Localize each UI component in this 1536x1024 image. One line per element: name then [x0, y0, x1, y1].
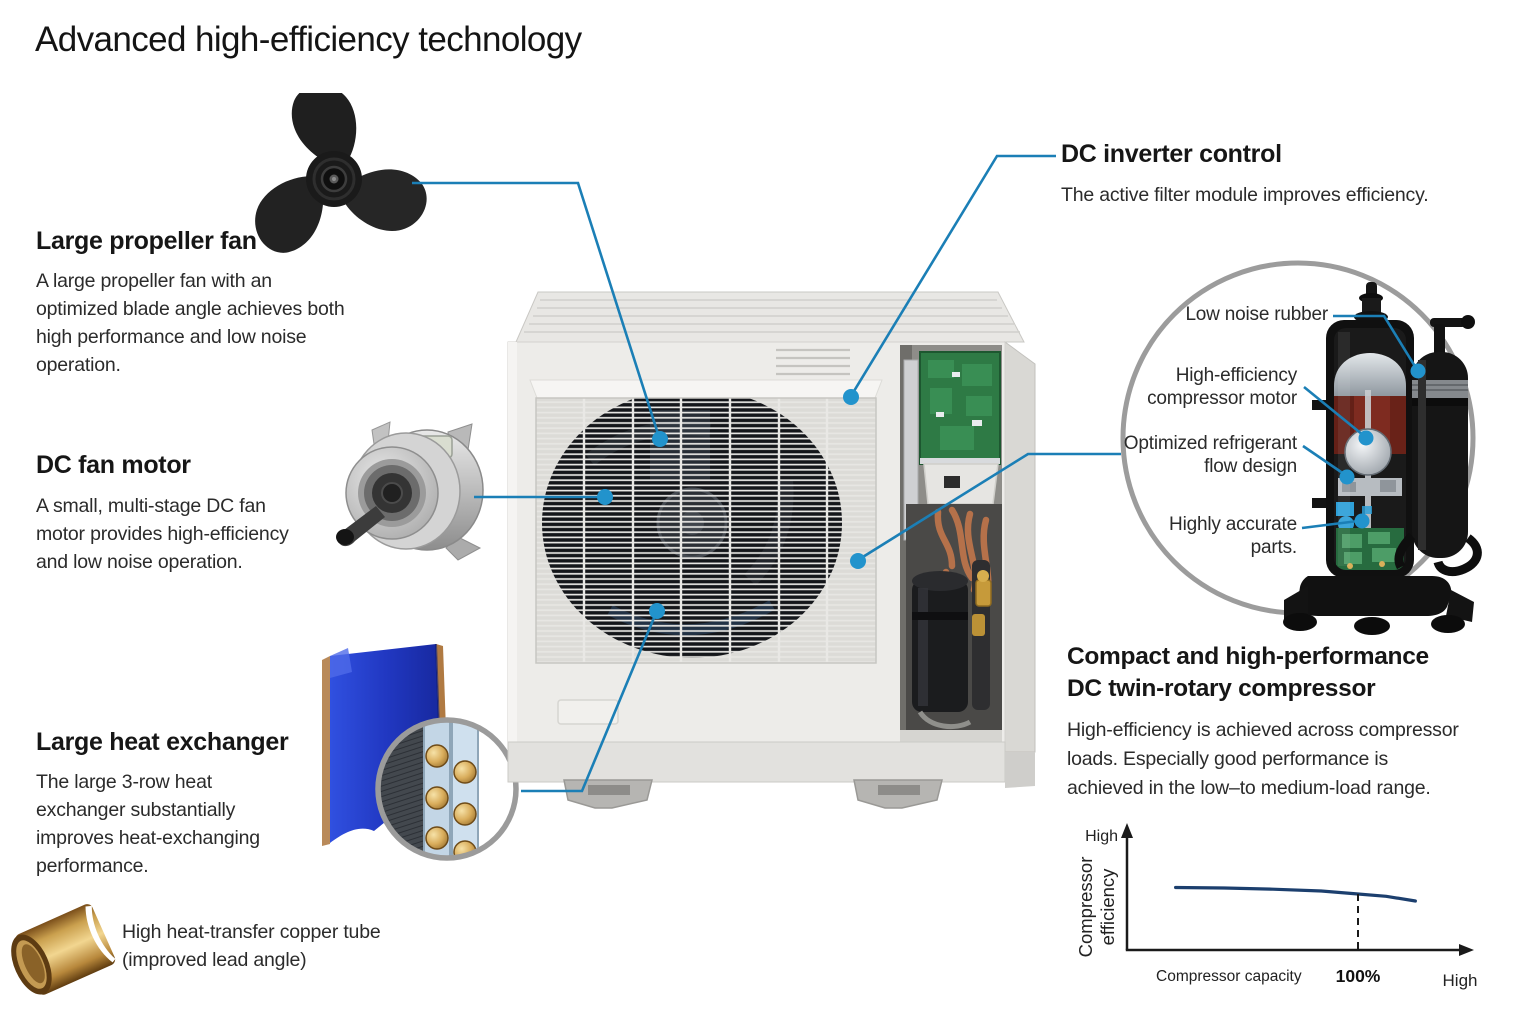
label-accurate-parts: Highly accurate parts.: [1169, 514, 1297, 558]
propeller-fan-image: [255, 93, 427, 253]
x-axis-arrow: [1459, 944, 1474, 956]
exchanger-body: The large 3-row heat exchanger substanti…: [36, 771, 260, 877]
propeller-heading: Large propeller fan: [36, 227, 257, 255]
inverter-heading: DC inverter control: [1061, 140, 1282, 168]
unit-foot-left: [563, 779, 653, 809]
compressor-heading: Compact and high-performance DC twin-rot…: [1067, 643, 1429, 702]
inverter-pcb: [919, 351, 1001, 465]
unit-compressor: [912, 571, 968, 712]
label-refrigerant-flow: Optimized refrigerant flow design: [1123, 433, 1297, 477]
inverter-body: The active filter module improves effici…: [1061, 184, 1429, 206]
unit-foot-right: [853, 779, 943, 809]
motor-body: A small, multi-stage DC fan motor provid…: [36, 495, 289, 573]
efficiency-curve: [1173, 885, 1417, 903]
exchanger-heading: Large heat exchanger: [36, 728, 289, 756]
propeller-body: A large propeller fan with an optimized …: [36, 270, 345, 376]
unit-open-compartment: [900, 345, 1002, 752]
label-low-noise-rubber: Low noise rubber: [1185, 304, 1328, 325]
page-title: Advanced high-efficiency technology: [35, 20, 582, 59]
y-axis-arrow: [1121, 823, 1133, 838]
motor-heading: DC fan motor: [36, 451, 191, 479]
heat-exchanger-image: [322, 643, 519, 861]
label-compressor-motor: High-efficiency compressor motor: [1147, 365, 1297, 409]
y-axis-title-line2: efficiency: [1097, 868, 1118, 946]
x-axis-title: Compressor capacity: [1156, 968, 1302, 985]
x-high-label: High: [1443, 971, 1478, 990]
fan-blades: [255, 93, 427, 253]
dc-fan-motor-image: [336, 421, 484, 561]
unit-label-plate: [557, 699, 619, 725]
x-tick-label: 100%: [1336, 966, 1381, 986]
compressor-body: High-efficiency is achieved across compr…: [1067, 719, 1459, 799]
y-axis-title-line1: Compressor: [1075, 857, 1096, 958]
y-high-label: High: [1085, 828, 1118, 845]
efficiency-chart: High Compressor efficiency Compressor ca…: [1075, 823, 1478, 990]
copper-tube-image: [11, 904, 116, 995]
heat-exchanger-magnifier: [375, 717, 519, 861]
copper-tube-caption: High heat-transfer copper tube (improved…: [122, 921, 381, 971]
service-valve: [975, 579, 992, 607]
outdoor-unit-image: [507, 291, 1036, 809]
